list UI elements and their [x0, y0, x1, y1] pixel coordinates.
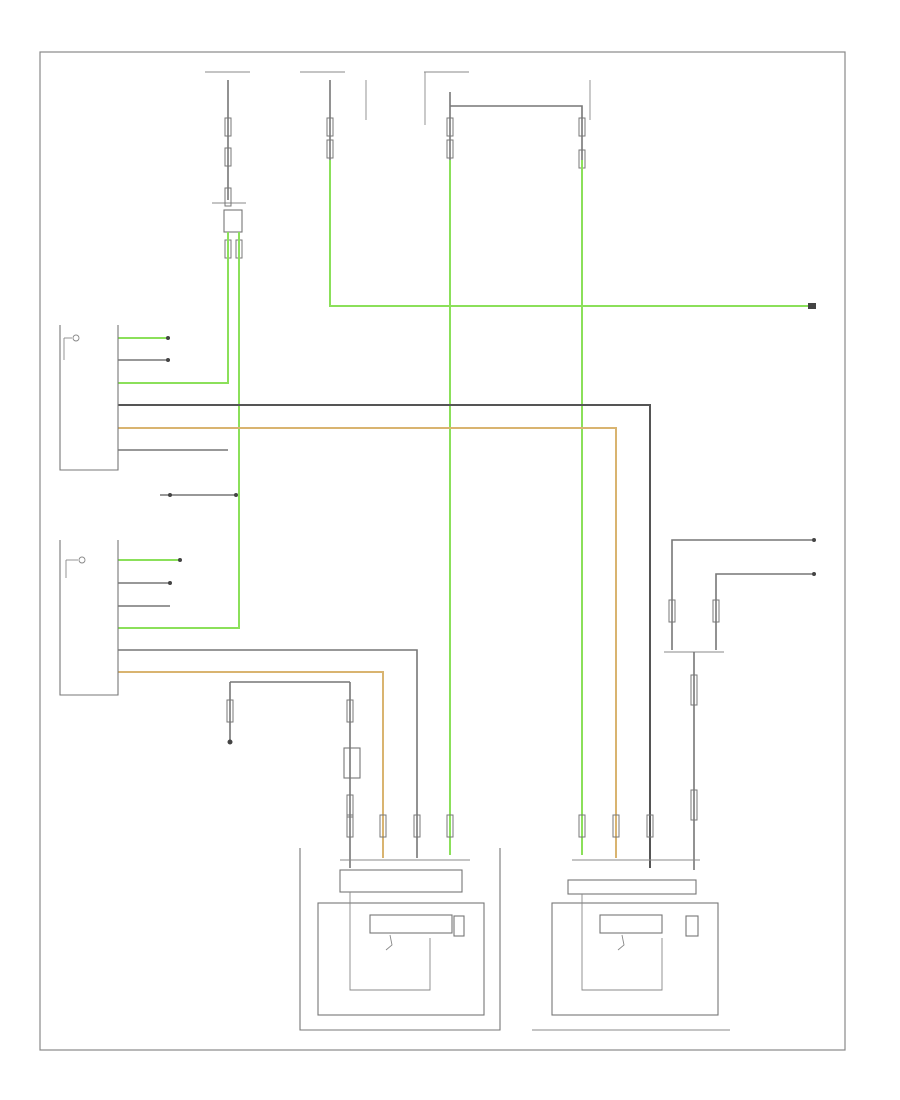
left-front-seat-heater-assembly [299, 848, 501, 1031]
diagram-frame [39, 51, 846, 1051]
connector-legend [168, 493, 238, 497]
green-wires [118, 160, 816, 855]
top-fuse-feeds [205, 71, 591, 200]
signal-wires [118, 359, 651, 868]
right-front-seat-heater-assembly [532, 879, 730, 1031]
left-seat-heater-switch [59, 540, 182, 696]
left-lower-junction [226, 681, 361, 868]
right-side-connectors [664, 538, 816, 870]
right-seat-heater-switch [59, 325, 170, 471]
assembly-connector-pins [340, 814, 700, 861]
